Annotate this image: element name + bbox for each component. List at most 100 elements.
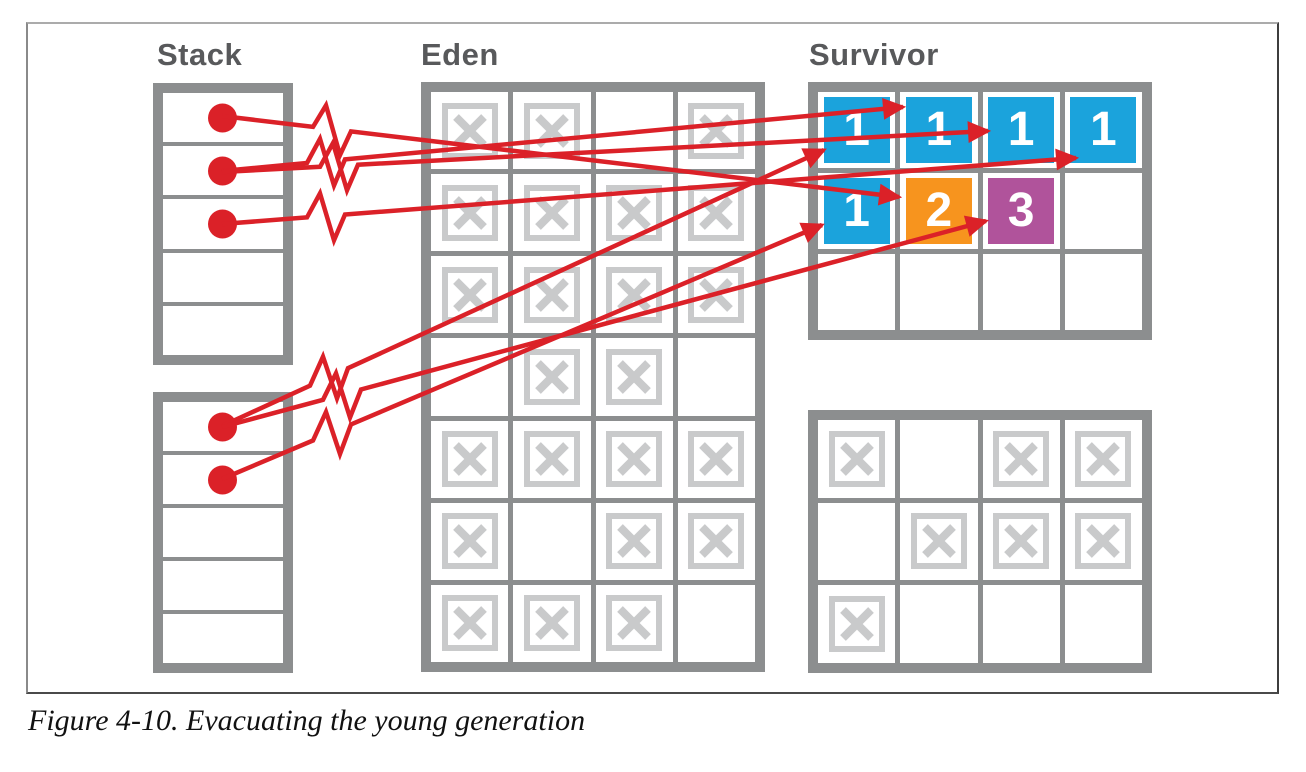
- eden-cell-r2c2: [513, 174, 591, 252]
- dead-object-x-icon: [441, 513, 498, 570]
- eden-cell-r4c3: [595, 338, 673, 416]
- survivor-object-age-3: 3: [988, 178, 1055, 244]
- eden-cell-r1c1: [431, 92, 509, 170]
- eden-cell-r1c4: [677, 92, 755, 170]
- dead-object-x-icon: [688, 513, 745, 570]
- survivor-object-age-2: 2: [905, 178, 972, 244]
- stack-reference-dot: [208, 412, 237, 441]
- dead-object-x-icon: [523, 348, 580, 405]
- survivor-top-cell-r1c2: 1: [900, 92, 978, 168]
- eden-cell-r6c2: [513, 502, 591, 580]
- survivor-top-cell-r3c3: [982, 254, 1060, 330]
- eden-cell-r7c3: [595, 584, 673, 662]
- dead-object-x-icon: [441, 595, 498, 652]
- dead-object-x-icon: [441, 184, 498, 241]
- stack-lower-slot-3: [163, 508, 283, 557]
- dead-object-x-icon: [688, 184, 745, 241]
- survivor-object-age-1: 1: [988, 97, 1055, 163]
- survivor-top-cell-r1c4: 1: [1064, 92, 1142, 168]
- eden-cell-r2c4: [677, 174, 755, 252]
- stack-lower-slot-1: [163, 402, 283, 451]
- eden-cell-r3c1: [431, 256, 509, 334]
- dead-object-x-icon: [993, 430, 1050, 487]
- stack-lower-slot-2: [163, 455, 283, 504]
- eden-cell-r7c2: [513, 584, 591, 662]
- eden-cell-r5c4: [677, 420, 755, 498]
- stack-upper-box: [153, 83, 293, 365]
- survivor-bottom-cell-r1c3: [982, 420, 1060, 498]
- eden-cell-r2c1: [431, 174, 509, 252]
- survivor-bottom-cell-r1c2: [900, 420, 978, 498]
- eden-cell-r4c4: [677, 338, 755, 416]
- stack-upper-slot-5: [163, 305, 283, 356]
- eden-cell-r6c1: [431, 502, 509, 580]
- survivor-bottom-cell-r3c2: [900, 585, 978, 663]
- stack-upper-slot-2: [163, 146, 283, 196]
- dead-object-x-icon: [828, 430, 885, 487]
- survivor-bottom-cell-r3c1: [818, 585, 896, 663]
- figure-caption: Figure 4-10. Evacuating the young genera…: [28, 704, 586, 737]
- dead-object-x-icon: [441, 266, 498, 323]
- dead-object-x-icon: [828, 596, 885, 653]
- survivor-object-age-1: 1: [905, 97, 972, 163]
- survivor-bottom-cell-r2c2: [900, 502, 978, 581]
- stack-upper-slot-3: [163, 199, 283, 249]
- stack-lower-slot-4: [163, 561, 283, 610]
- eden-cell-r3c2: [513, 256, 591, 334]
- eden-cell-r5c3: [595, 420, 673, 498]
- dead-object-x-icon: [606, 595, 663, 652]
- eden-cell-r6c3: [595, 502, 673, 580]
- dead-object-x-icon: [441, 431, 498, 488]
- survivor-bottom-cell-r1c4: [1064, 420, 1142, 498]
- eden-cell-r3c3: [595, 256, 673, 334]
- survivor-top-cell-r3c1: [818, 254, 896, 330]
- eden-cell-r3c4: [677, 256, 755, 334]
- eden-cell-r2c3: [595, 174, 673, 252]
- stack-reference-dot: [208, 465, 237, 494]
- survivor-object-age-1: 1: [823, 178, 890, 244]
- survivor-bottom-cell-r1c1: [818, 420, 896, 498]
- survivor-top-cell-r1c3: 1: [982, 92, 1060, 168]
- dead-object-x-icon: [688, 266, 745, 323]
- stack-upper-slot-4: [163, 252, 283, 302]
- survivor-bottom-cell-r2c3: [982, 502, 1060, 581]
- eden-cell-r7c4: [677, 584, 755, 662]
- stack-upper-slot-1: [163, 93, 283, 143]
- dead-object-x-icon: [523, 102, 580, 159]
- dead-object-x-icon: [523, 595, 580, 652]
- survivor-top-cell-r2c2: 2: [900, 173, 978, 249]
- dead-object-x-icon: [523, 266, 580, 323]
- dead-object-x-icon: [688, 102, 745, 159]
- survivor-top-cell-r3c2: [900, 254, 978, 330]
- survivor-object-age-1: 1: [823, 97, 890, 163]
- stack-reference-dot: [208, 209, 237, 239]
- eden-cell-r5c1: [431, 420, 509, 498]
- eden-cell-r5c2: [513, 420, 591, 498]
- eden-grid: [421, 82, 765, 672]
- dead-object-x-icon: [606, 513, 663, 570]
- survivor-title: Survivor: [809, 37, 939, 72]
- survivor-bottom-cell-r3c3: [982, 585, 1060, 663]
- dead-object-x-icon: [688, 431, 745, 488]
- dead-object-x-icon: [606, 266, 663, 323]
- dead-object-x-icon: [606, 431, 663, 488]
- survivor-top-cell-r2c4: [1064, 173, 1142, 249]
- dead-object-x-icon: [606, 348, 663, 405]
- survivor-bottom-cell-r2c1: [818, 502, 896, 581]
- dead-object-x-icon: [606, 184, 663, 241]
- eden-cell-r4c1: [431, 338, 509, 416]
- dead-object-x-icon: [523, 431, 580, 488]
- dead-object-x-icon: [523, 184, 580, 241]
- survivor-object-age-1: 1: [1070, 97, 1137, 163]
- eden-cell-r1c3: [595, 92, 673, 170]
- stack-lower-slot-5: [163, 614, 283, 663]
- eden-cell-r7c1: [431, 584, 509, 662]
- survivor-bottom-cell-r2c4: [1064, 502, 1142, 581]
- dead-object-x-icon: [1075, 513, 1132, 570]
- stack-lower-box: [153, 392, 293, 673]
- dead-object-x-icon: [1075, 430, 1132, 487]
- dead-object-x-icon: [910, 513, 967, 570]
- survivor-bottom-cell-r3c4: [1064, 585, 1142, 663]
- stack-reference-dot: [208, 103, 237, 133]
